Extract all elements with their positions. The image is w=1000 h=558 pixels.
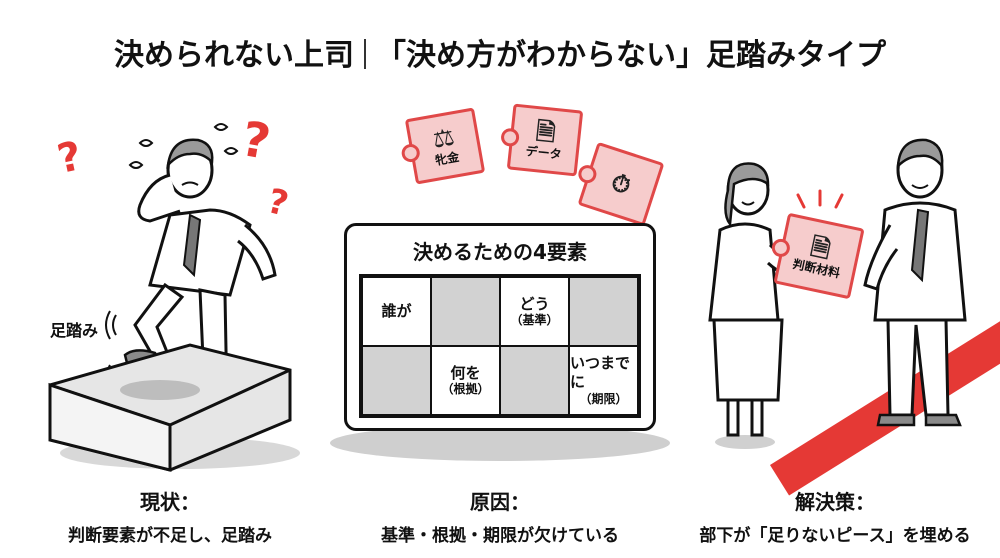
stone-block-illustration [48,343,300,472]
puzzle-piece-scales: ⚖ 牝金 [400,107,486,185]
cell-when: いつまでに（期限） [569,346,638,415]
caption-text: 基準・根拠・期限が欠けている [381,526,619,546]
stopwatch-icon: ⏱ [607,167,635,201]
caption-text: 部下が「足りないピース」を埋める [699,526,971,546]
stepping-label: 足踏み [50,321,99,340]
puzzle-piece-deadline: ⏱ [576,141,665,227]
document-icon: 🗎 [534,116,557,147]
caption-heading: 現状： [140,490,200,514]
caption-cause: 原因： 基準・根拠・期限が欠けている [360,486,640,546]
board-title: 決めるための4要素 [413,240,587,264]
boss-man-illustration [863,138,967,427]
four-elements-board: 決めるための4要素 誰が どう（基準） 何を（根拠） いつまでに（期限） [344,223,656,431]
cell-who: 誰が [362,277,431,346]
page-title: 決められない上司「決め方がわからない」足踏みタイプ [0,30,1000,74]
cell-empty [569,277,638,346]
scene-current-state: ? ? ? [20,95,340,475]
title-left: 決められない上司 [114,38,354,73]
caption-solution: 解決策： 部下が「足りないピース」を埋める [680,486,990,546]
caption-heading: 解決策： [795,490,875,514]
title-divider [364,39,366,69]
caption-heading: 原因： [470,490,530,514]
cell-empty [362,346,431,415]
cell-how: どう（基準） [500,277,569,346]
caption-current: 現状： 判断要素が不足し、足踏み [40,486,300,546]
board-shadow [330,425,670,461]
title-right: 「決め方がわからない」足踏みタイプ [376,38,886,73]
cell-empty [500,346,569,415]
caption-text: 判断要素が不足し、足踏み [68,526,272,546]
puzzle-piece-data: 🗎 データ [500,103,584,177]
cell-what: 何を（根拠） [431,346,500,415]
scene-cause: ⚖ 牝金 🗎 データ ⏱ 決めるための4要素 誰が どう（基準） 何を（根拠） … [330,95,670,475]
cell-empty [431,277,500,346]
puzzle-grid: 誰が どう（基準） 何を（根拠） いつまでに（期限） [359,274,641,418]
scene-solution: 🗎 判断材料 [680,95,1000,496]
highlight-lines-icon [796,189,844,209]
